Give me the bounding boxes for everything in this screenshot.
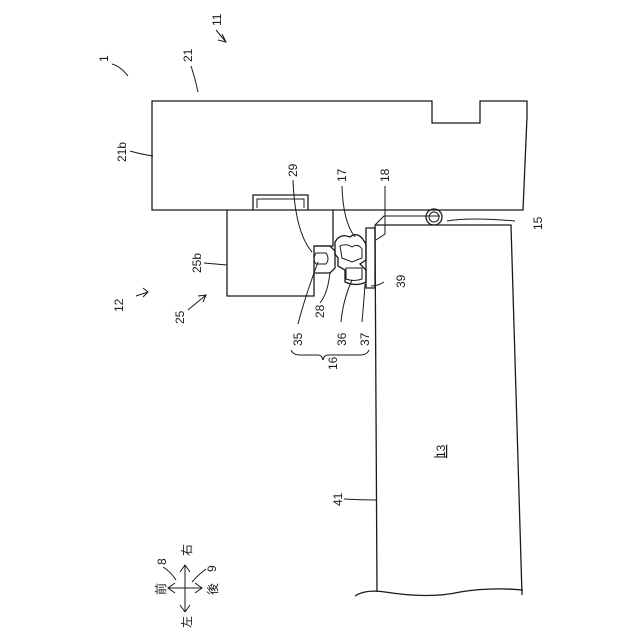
label-25b: 25b [190,253,204,273]
leader-15 [447,219,515,221]
leader-12-arrow [136,288,148,297]
holder-28 [314,246,335,273]
label-21b: 21b [115,142,129,162]
label-29: 29 [286,163,300,177]
leader-29 [293,180,312,252]
leader-21b [130,151,153,156]
label-17: 17 [335,168,349,182]
channel-29 [253,195,308,210]
seal-core-37 [346,268,362,281]
lower-panel-break-line [355,589,523,596]
label-16: 16 [326,356,340,370]
label-12: 12 [112,298,126,312]
leader-36 [341,280,352,322]
seal-core-35 [314,253,328,264]
label-18: 18 [378,168,392,182]
support-plate [366,228,375,288]
label-41: 41 [331,492,345,506]
label-35: 35 [291,332,305,346]
leader-25-arrow [188,295,206,310]
leader-9 [192,569,206,582]
legend-right-label: 右 [179,544,194,556]
legend-rear-label: 後 [206,583,220,595]
reference-labels: 1 11 21 21b 29 17 18 15 25b 12 25 28 39 … [97,13,545,628]
leader-37 [362,284,365,322]
label-39: 39 [394,274,408,288]
label-8: 8 [155,558,169,565]
label-1: 1 [97,55,111,62]
label-25: 25 [173,310,187,324]
leader-41 [344,499,377,500]
upper-frame-member [152,101,527,210]
legend-left-label: 左 [179,616,194,628]
label-21: 21 [181,48,195,62]
leader-25b [204,263,227,265]
leader-17 [342,186,355,237]
leader-8 [163,567,176,580]
label-28: 28 [313,304,327,318]
leader-18 [376,186,385,240]
label-37: 37 [358,332,372,346]
leader-21 [191,66,198,92]
leader-1 [112,64,128,76]
leader-39 [371,282,384,286]
label-13: 13 [434,444,448,458]
leader-28 [320,272,330,303]
seal-core-36 [340,245,362,262]
label-11: 11 [210,13,224,26]
label-9: 9 [205,565,219,572]
channel-29-inner [257,199,304,208]
round-seal-outer [426,209,442,225]
round-seal-inner [429,212,439,222]
flexible-seal-profile [335,235,366,285]
label-15: 15 [531,216,545,230]
legend-front-label: 前 [153,583,168,595]
leader-11-arrow [216,30,226,42]
direction-legend [163,565,206,612]
label-36: 36 [335,332,349,346]
